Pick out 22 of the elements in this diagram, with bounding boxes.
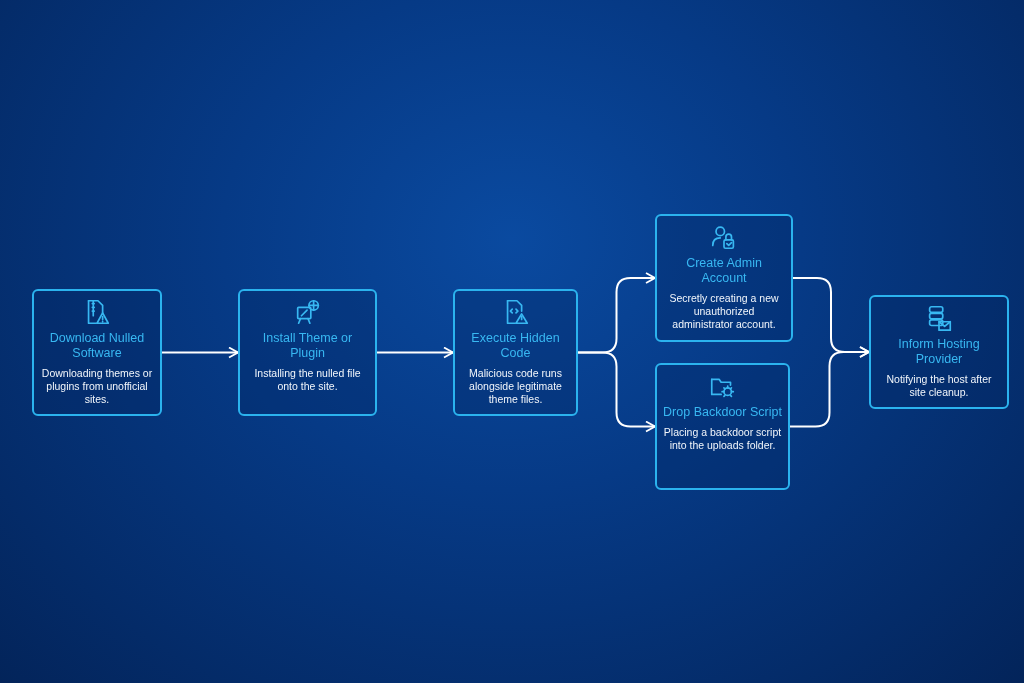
- arrow: [376, 346, 454, 359]
- step-description: Malicious code runs alongside legitimate theme files.: [468, 367, 563, 406]
- process-box: [655, 214, 793, 342]
- step-title: Drop Backdoor Script: [663, 405, 782, 420]
- step-description: Downloading themes or plugins from unofficial sites.: [40, 367, 154, 406]
- process-box: [238, 289, 377, 416]
- step-title: Inform Hosting Provider: [897, 337, 981, 367]
- arrow: [577, 351, 656, 433]
- step-title: Install Theme or Plugin: [261, 331, 354, 361]
- process-box: [32, 289, 162, 416]
- process-box: [869, 295, 1009, 409]
- step-title: Download Nulled Software: [48, 331, 146, 361]
- arrow: [789, 346, 870, 428]
- process-box: [453, 289, 578, 416]
- process-box: [655, 363, 790, 490]
- step-title: Execute Hidden Code: [470, 331, 561, 361]
- step-description: Placing a backdoor script into the uploads folder.: [663, 426, 782, 452]
- step-description: Secretly creating a new unauthorized administrator account.: [668, 292, 780, 331]
- step-title: Create Admin Account: [685, 256, 763, 286]
- step-description: Notifying the host after site cleanup.: [885, 373, 993, 399]
- step-description: Installing the nulled file onto the site.: [253, 367, 362, 393]
- arrow: [161, 346, 239, 359]
